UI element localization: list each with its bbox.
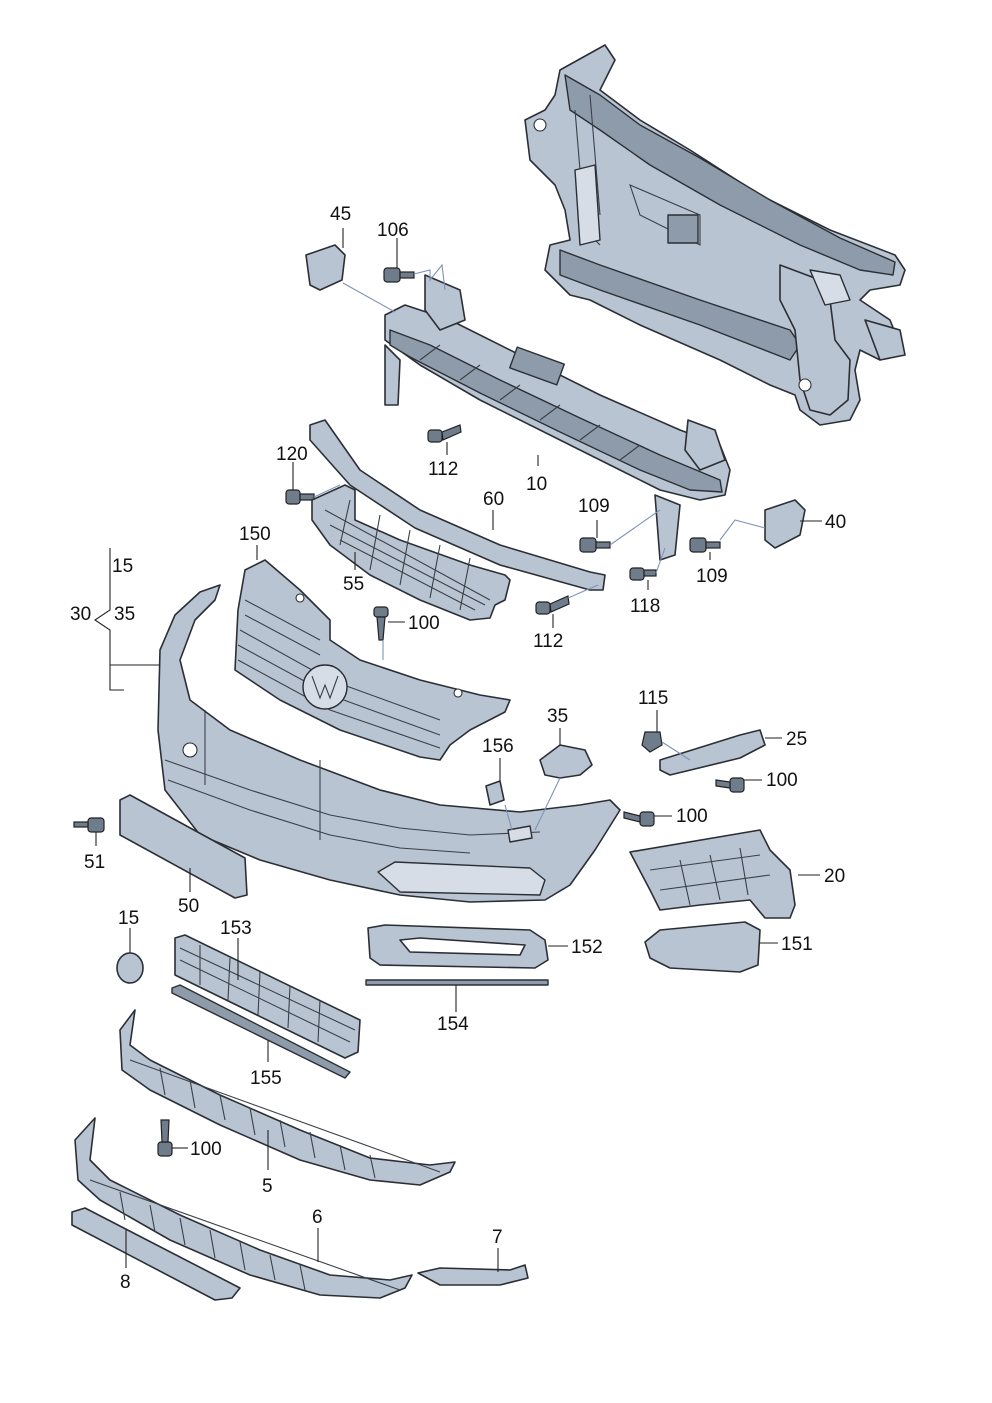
screw-112-lower <box>535 595 570 615</box>
bracket-20 <box>629 829 796 919</box>
label-60: 60 <box>483 489 504 510</box>
label-120: 120 <box>276 444 308 465</box>
label-25: 25 <box>786 729 807 750</box>
bolt-106 <box>383 267 415 283</box>
lower-grille-153 <box>174 934 361 1059</box>
label-106: 106 <box>377 220 409 241</box>
label-7: 7 <box>492 1227 503 1248</box>
bracket-40 <box>764 499 806 549</box>
label-15-group: 15 <box>112 556 133 577</box>
impact-member-10 <box>384 274 731 561</box>
label-30: 30 <box>70 604 91 625</box>
label-100-guide: 100 <box>766 770 798 791</box>
cap-156 <box>485 780 505 806</box>
bolt-109-left <box>579 537 611 553</box>
guide-profile-60 <box>309 419 606 591</box>
label-109-left: 109 <box>578 496 610 517</box>
tow-eye-cover-15 <box>116 952 144 984</box>
label-50: 50 <box>178 896 199 917</box>
label-45: 45 <box>330 204 351 225</box>
bracket-45 <box>305 244 346 291</box>
label-115: 115 <box>638 688 668 709</box>
screw-100-bracket <box>623 811 655 827</box>
bolt-118 <box>629 567 657 581</box>
screw-100-guide <box>715 777 745 793</box>
expanding-rivet-51 <box>73 817 105 833</box>
lower-spoiler-6 <box>74 1117 413 1299</box>
screw-112-upper <box>427 424 462 443</box>
spoiler-5 <box>119 1009 456 1186</box>
clip-115 <box>641 731 663 753</box>
grille-55 <box>311 484 511 621</box>
label-51: 51 <box>84 852 105 873</box>
label-100-bracket: 100 <box>676 806 708 827</box>
label-153: 153 <box>220 918 252 939</box>
label-35-group: 35 <box>114 604 135 625</box>
label-150: 150 <box>239 524 271 545</box>
bracket-7 <box>417 1264 529 1286</box>
guide-25 <box>659 729 766 776</box>
label-100-grille: 100 <box>408 613 440 634</box>
label-151: 151 <box>781 934 813 955</box>
trim-strip-155 <box>171 984 351 1079</box>
bolt-120 <box>285 489 315 505</box>
license-plate-bracket-50 <box>119 794 248 899</box>
label-154: 154 <box>437 1014 469 1035</box>
label-35: 35 <box>547 706 568 727</box>
label-10: 10 <box>526 474 547 495</box>
label-109-right: 109 <box>696 566 728 587</box>
trim-strip-154 <box>365 979 549 986</box>
label-112-lower: 112 <box>533 631 563 652</box>
trim-152 <box>367 924 549 969</box>
screw-100-spoiler <box>157 1119 173 1157</box>
label-118: 118 <box>630 596 660 617</box>
part-number-labels: 45 106 112 10 120 60 109 109 40 118 150 … <box>70 204 846 1293</box>
bolt-109-right <box>689 537 721 553</box>
radiator-grille-150 <box>234 559 511 761</box>
label-55: 55 <box>343 574 364 595</box>
label-8: 8 <box>120 1272 131 1293</box>
lock-carrier-frame <box>524 44 906 426</box>
leader-lines <box>94 228 822 1272</box>
label-155: 155 <box>250 1068 282 1089</box>
label-15-cover: 15 <box>118 908 139 929</box>
label-112-upper: 112 <box>428 459 458 480</box>
label-152: 152 <box>571 937 603 958</box>
screw-100-grille <box>373 606 389 641</box>
fog-lamp-151 <box>644 921 761 973</box>
label-156: 156 <box>482 736 514 757</box>
label-5: 5 <box>262 1176 273 1197</box>
bumper-cover <box>157 584 621 903</box>
label-6: 6 <box>312 1207 323 1228</box>
label-100-spoiler: 100 <box>190 1139 222 1160</box>
label-40: 40 <box>825 512 846 533</box>
label-20: 20 <box>824 866 845 887</box>
tow-eye-housing-35 <box>539 744 593 779</box>
air-deflector-8 <box>71 1207 241 1301</box>
